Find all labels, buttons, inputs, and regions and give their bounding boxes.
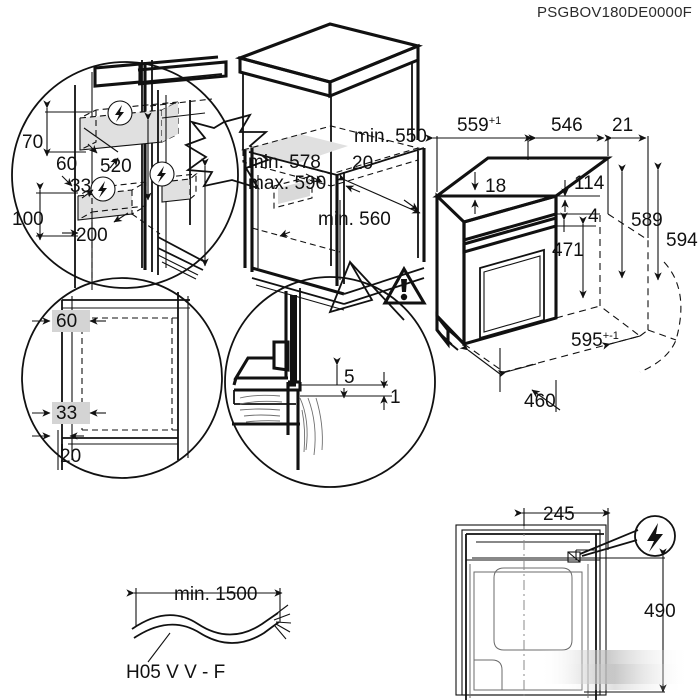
dim-1: 1 bbox=[390, 387, 401, 408]
oven-perspective-view: 559+1 546 21 18 114 4 589 bbox=[425, 115, 698, 412]
drawing-code: PSGBOV180DE0000F bbox=[537, 4, 692, 21]
dim-21: 21 bbox=[612, 115, 633, 136]
dim-490: 490 bbox=[644, 601, 676, 622]
oven-rear-view: 245 490 bbox=[455, 504, 690, 700]
dim-min-550: min. 550 bbox=[354, 126, 427, 147]
dim-100: 100 bbox=[12, 209, 44, 230]
dim-471: 471 bbox=[552, 240, 584, 261]
dim-546: 546 bbox=[551, 115, 583, 136]
dim-245: 245 bbox=[543, 504, 575, 525]
dim-5: 5 bbox=[344, 367, 355, 388]
detail-circle-clearance: 60 33 20 bbox=[21, 277, 223, 479]
dim-min-578: min. 578 bbox=[248, 152, 321, 173]
dim-max-590: max. 590 bbox=[248, 173, 326, 194]
dim-min-560: min. 560 bbox=[318, 209, 391, 230]
dim-33-clearance: 33 bbox=[56, 403, 77, 424]
cabinet-niche-view: min. 578 max. 590 min. 550 20 min. 560 bbox=[201, 22, 427, 321]
cable-length-label: min. 1500 bbox=[174, 584, 257, 605]
detail-circle-worktop: 5 1 bbox=[224, 265, 436, 488]
dim-520: 520 bbox=[100, 156, 132, 177]
dim-594: 594 bbox=[666, 230, 698, 251]
dim-460: 460 bbox=[524, 391, 556, 412]
dim-60-clearance: 60 bbox=[56, 311, 77, 332]
dim-18: 18 bbox=[485, 176, 506, 197]
dim-60: 60 bbox=[56, 154, 77, 175]
dim-20-cabinet: 20 bbox=[352, 153, 373, 174]
dim-4: 4 bbox=[588, 206, 599, 227]
cable-spec-view: min. 1500 H05 V V - F bbox=[126, 584, 292, 683]
dim-595: 595+-1 bbox=[571, 330, 619, 351]
dim-114: 114 bbox=[574, 173, 605, 194]
detail-circle-socket: 70 60 520 33 100 200 bbox=[11, 55, 239, 290]
dim-20-clearance: 20 bbox=[60, 446, 81, 467]
cable-type-label: H05 V V - F bbox=[126, 662, 225, 683]
dim-70: 70 bbox=[22, 132, 43, 153]
dim-559: 559+1 bbox=[457, 115, 501, 136]
dim-200: 200 bbox=[76, 225, 108, 246]
